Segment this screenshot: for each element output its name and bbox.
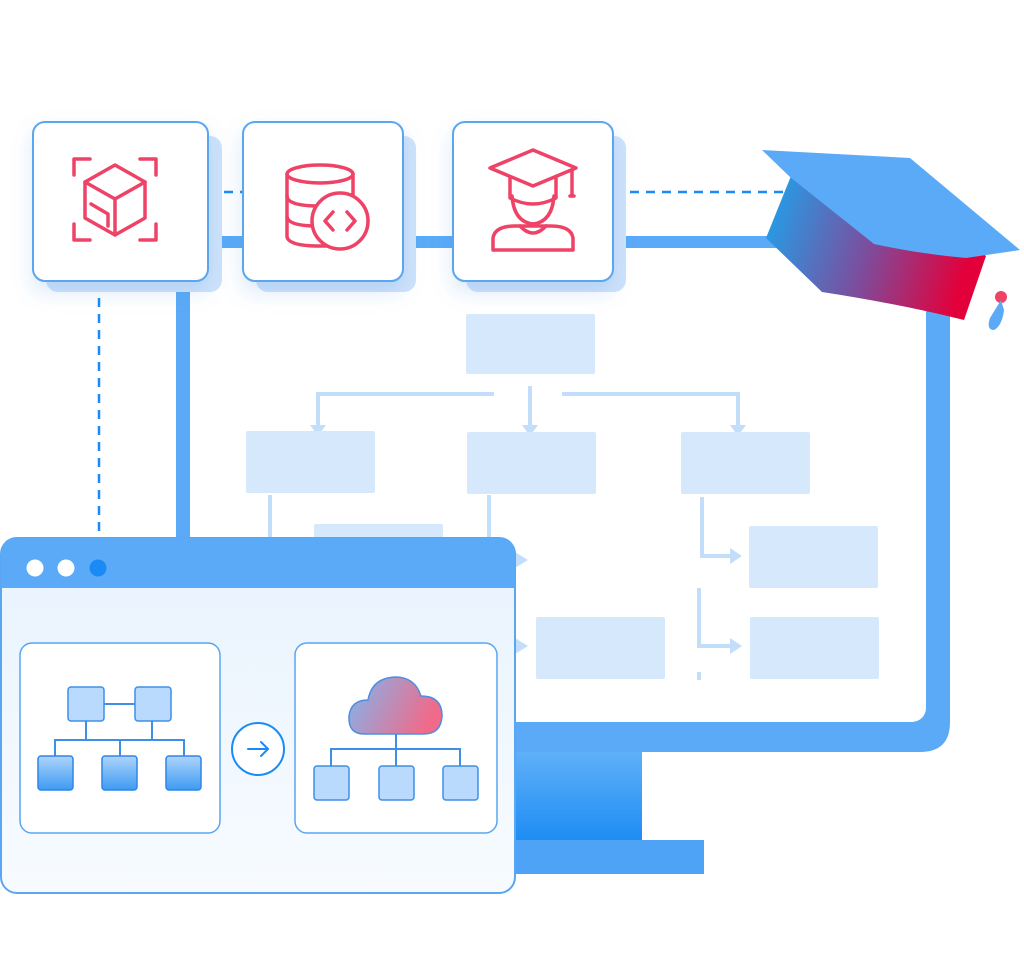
arrow-right-icon xyxy=(231,722,285,776)
flow-box-middle xyxy=(467,432,596,494)
panel-cloud-network xyxy=(294,642,498,834)
window-titlebar xyxy=(1,538,515,588)
flow-box-sub-middle xyxy=(536,617,665,679)
flowchart xyxy=(246,314,879,680)
flow-box-sub-right-1 xyxy=(749,526,878,588)
card-database-code xyxy=(242,121,416,292)
database-code-icon xyxy=(285,163,370,251)
browser-window xyxy=(0,537,516,894)
flow-box-left xyxy=(246,431,375,493)
top-cards xyxy=(32,121,626,292)
card-3d-box xyxy=(32,121,222,292)
cloud-network-icon xyxy=(313,676,479,801)
flow-box-right xyxy=(681,432,810,494)
graduation-cap-icon xyxy=(762,150,1020,330)
left-connector-bar xyxy=(176,270,190,570)
panel-hierarchy xyxy=(19,642,221,834)
card-graduate-user xyxy=(452,121,626,292)
cap-tassel-knot xyxy=(995,291,1007,303)
window-dot-3 xyxy=(89,559,107,577)
graduate-user-icon xyxy=(488,148,578,252)
hierarchy-diagram-icon xyxy=(37,686,202,791)
window-dot-2 xyxy=(57,559,75,577)
window-dot-1 xyxy=(26,559,44,577)
3d-box-icon xyxy=(72,157,158,242)
flow-box-sub-right-2 xyxy=(750,617,879,679)
flow-box-root xyxy=(466,314,595,374)
